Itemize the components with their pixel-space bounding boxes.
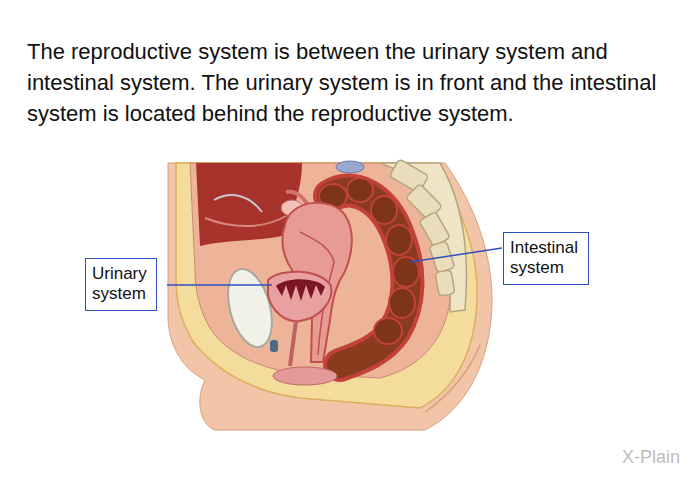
haustra	[371, 196, 397, 224]
leader-line	[167, 284, 272, 286]
watermark: X-Plain	[622, 447, 680, 468]
clitoris	[270, 340, 278, 352]
box-label: Intestinal system	[510, 238, 578, 278]
label-box: Intestinal system	[503, 232, 589, 285]
label-box: Urinary system	[85, 258, 157, 311]
body-skin	[168, 163, 492, 430]
vertebra	[435, 270, 455, 296]
haustra	[374, 318, 402, 344]
spine-disc	[336, 161, 364, 173]
bladder-lining	[276, 279, 325, 301]
peritoneum-line	[214, 195, 262, 212]
vulva	[273, 367, 337, 385]
haustra	[389, 288, 415, 318]
heading-text: The reproductive system is between the u…	[27, 36, 677, 129]
pelvic-cavity	[190, 163, 451, 378]
bladder	[268, 272, 331, 322]
urethra	[290, 321, 296, 366]
box-label: Urinary system	[92, 264, 147, 304]
peritoneum-line	[205, 216, 286, 226]
leader-line	[410, 248, 502, 262]
haustra	[347, 178, 373, 202]
haustra	[386, 225, 412, 255]
buttock-crease	[425, 345, 480, 412]
